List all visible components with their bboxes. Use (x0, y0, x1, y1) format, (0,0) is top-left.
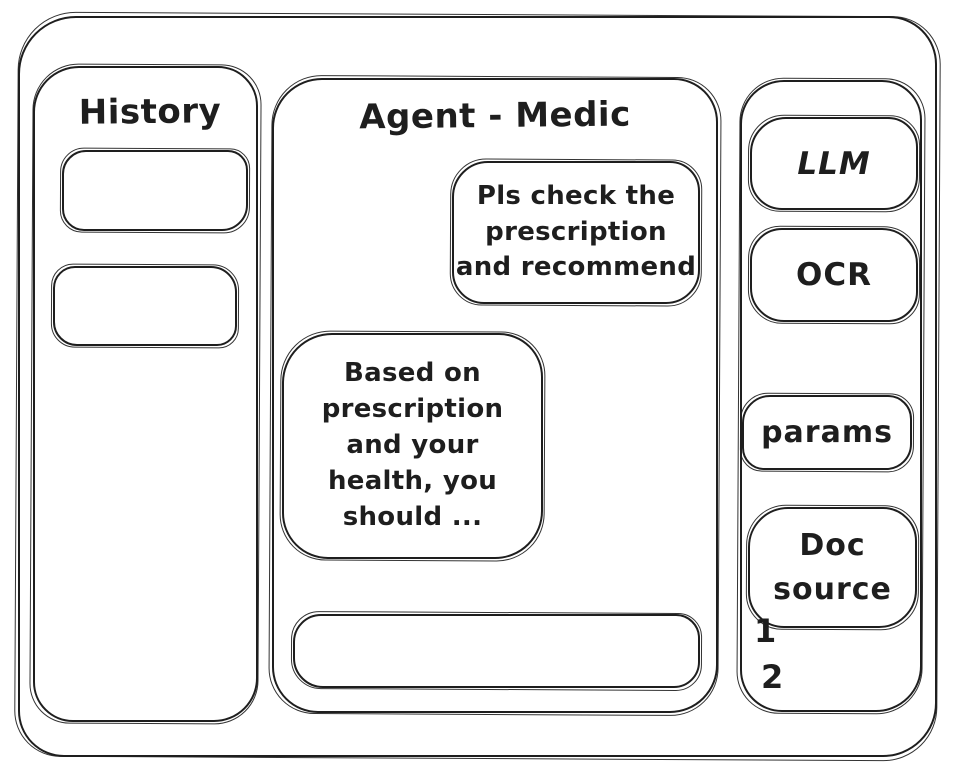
doc-source-button[interactable]: Doc source (748, 507, 917, 628)
doc-source-item-2: 2 (761, 658, 784, 696)
params-button[interactable]: params (742, 395, 912, 470)
assistant-message-bubble: Based on prescription and your health, y… (282, 333, 543, 559)
ocr-button[interactable]: OCR (750, 228, 918, 322)
doc-source-item-1: 1 (754, 612, 777, 650)
history-item[interactable] (62, 150, 248, 231)
history-item[interactable] (53, 266, 237, 346)
llm-button[interactable]: LLM (750, 117, 918, 210)
chat-input[interactable] (293, 614, 700, 688)
chat-panel-title: Agent - Medic (359, 94, 631, 138)
user-message-bubble: Pls check the prescription and recommend (452, 161, 700, 304)
history-panel-title: History (78, 91, 222, 133)
